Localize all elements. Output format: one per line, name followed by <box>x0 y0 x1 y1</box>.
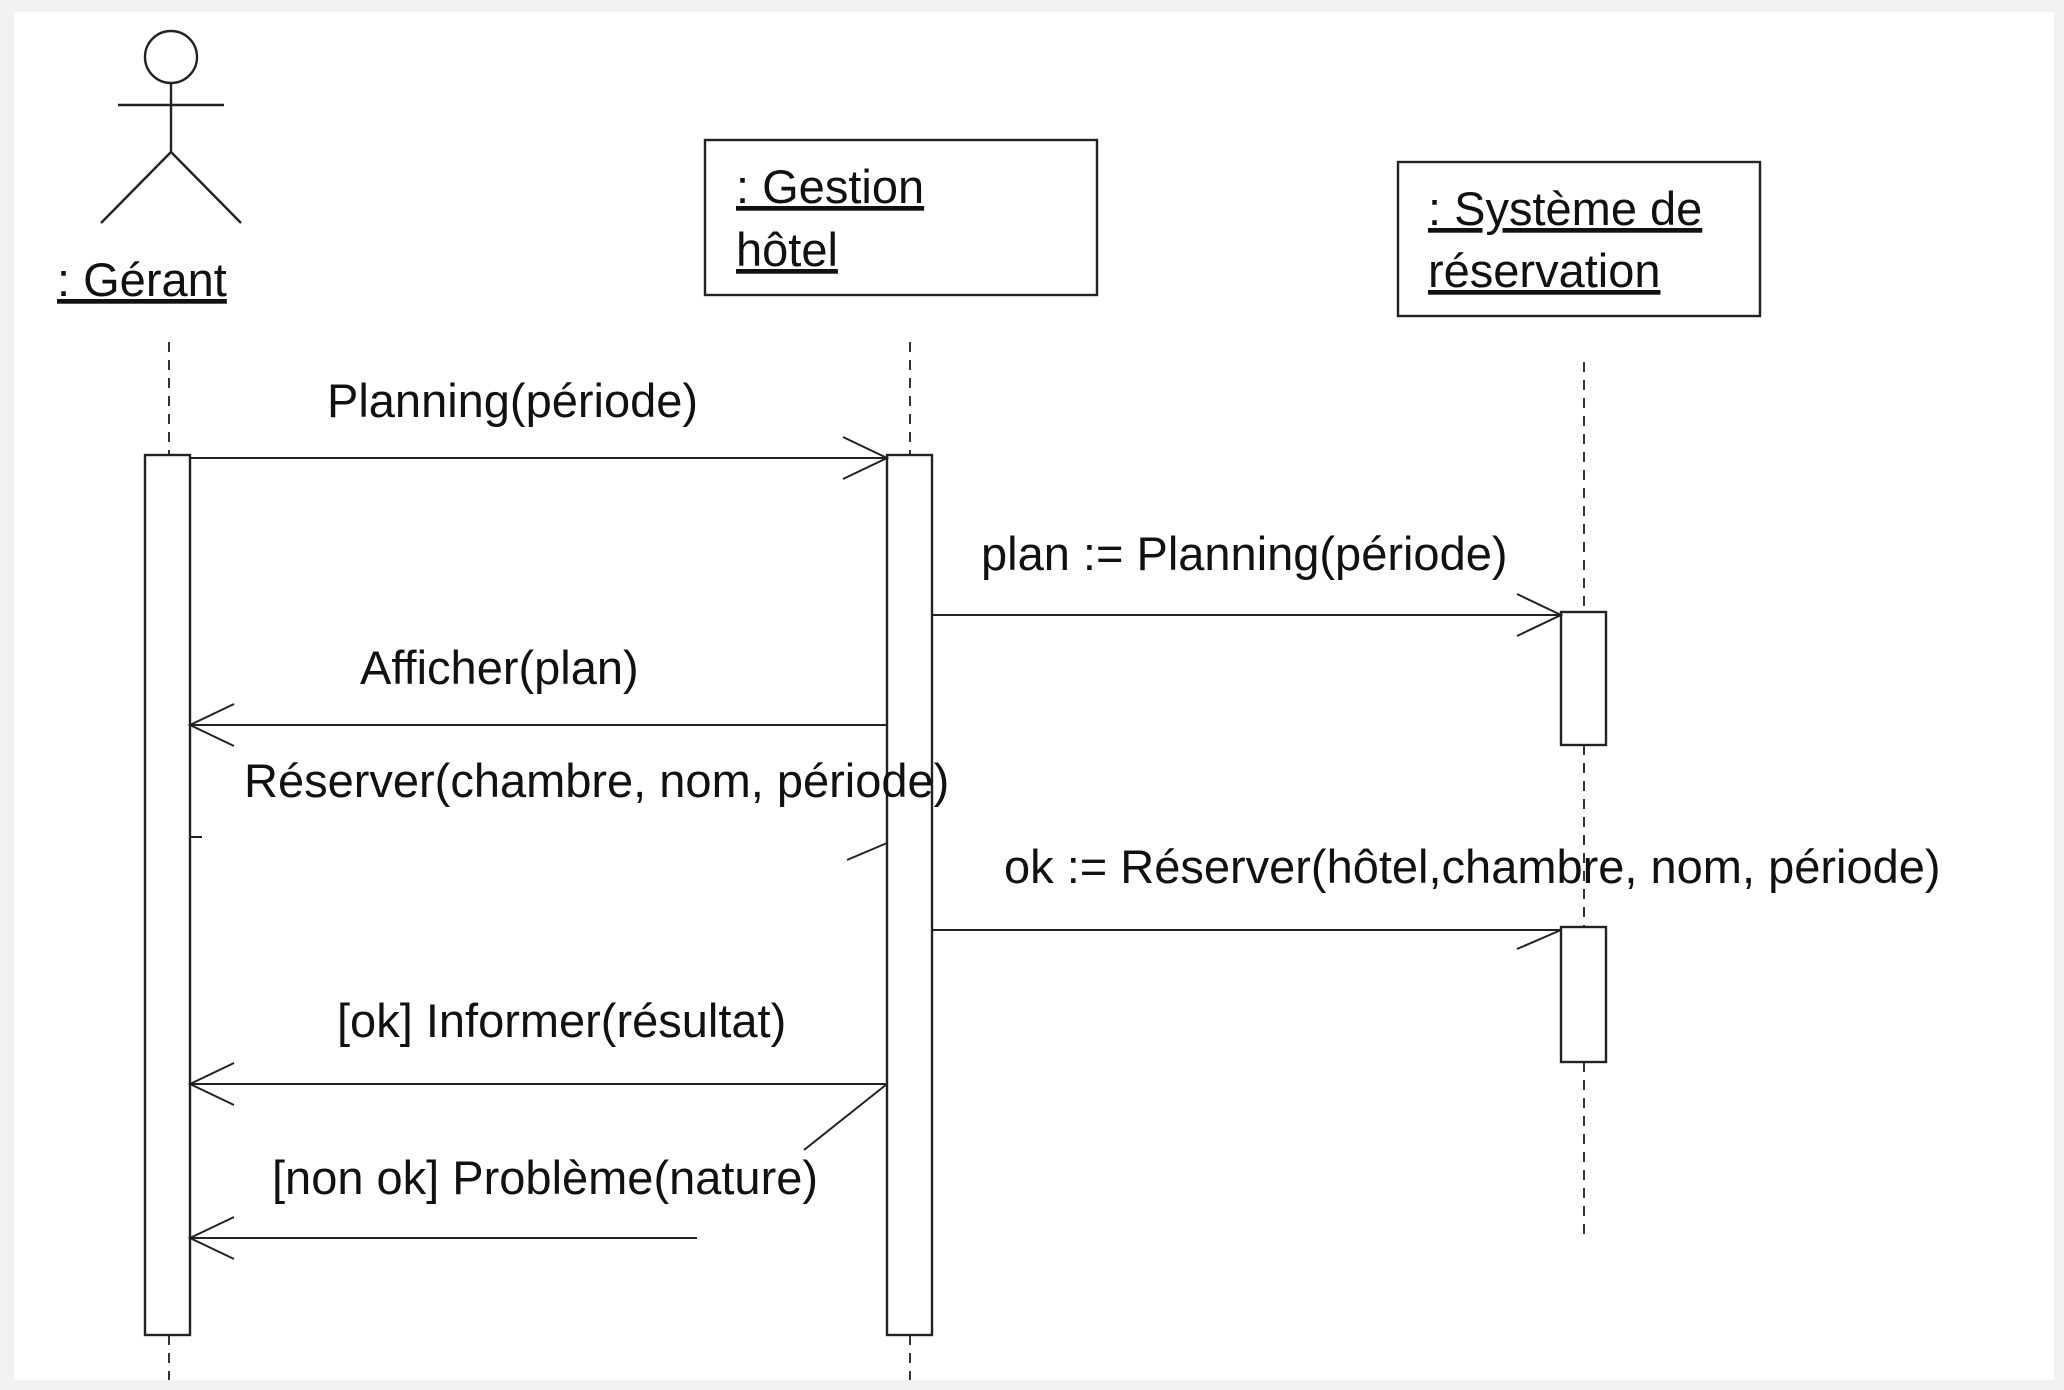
message-6-label: [ok] Informer(résultat) <box>337 994 786 1047</box>
message-6-arrow <box>187 1062 888 1151</box>
message-3-label: Afficher(plan) <box>360 641 639 694</box>
message-3-arrow <box>187 703 887 747</box>
message-2-arrow <box>932 593 1564 637</box>
actor-label: : Gérant <box>57 253 227 306</box>
message-7-arrow <box>187 1216 697 1260</box>
actor-activation-bar <box>143 453 192 1337</box>
gestion-activation-bar <box>885 453 934 1337</box>
message-2-label: plan := Planning(période) <box>981 527 1508 580</box>
actor-figure <box>100 29 242 224</box>
message-4-arrow <box>190 836 888 861</box>
message-5-arrow <box>932 929 1562 950</box>
gestion-hotel-label-line2: hôtel <box>736 223 838 276</box>
message-5-label: ok := Réserver(hôtel,chambre, nom, pério… <box>1004 840 1941 893</box>
gestion-hotel-box <box>703 138 1099 297</box>
sequence-diagram-canvas: : Gérant : Gestion hôtel : Système de ré… <box>57 29 1941 1380</box>
message-1-arrow <box>190 436 890 480</box>
systeme-activation-bar-1 <box>1559 610 1608 747</box>
message-7-label: [non ok] Problème(nature) <box>272 1151 818 1204</box>
gestion-hotel-label-line1: : Gestion <box>736 160 924 213</box>
sequence-diagram: : Gérant : Gestion hôtel : Système de ré… <box>14 12 2054 1380</box>
systeme-reservation-label-line2: réservation <box>1428 244 1661 297</box>
systeme-reservation-label-line1: : Système de <box>1428 182 1702 235</box>
message-4-label: Réserver(chambre, nom, période) <box>244 754 949 807</box>
systeme-reservation-box <box>1396 160 1762 318</box>
systeme-activation-bar-2 <box>1559 925 1608 1064</box>
message-1-label: Planning(période) <box>327 374 698 427</box>
